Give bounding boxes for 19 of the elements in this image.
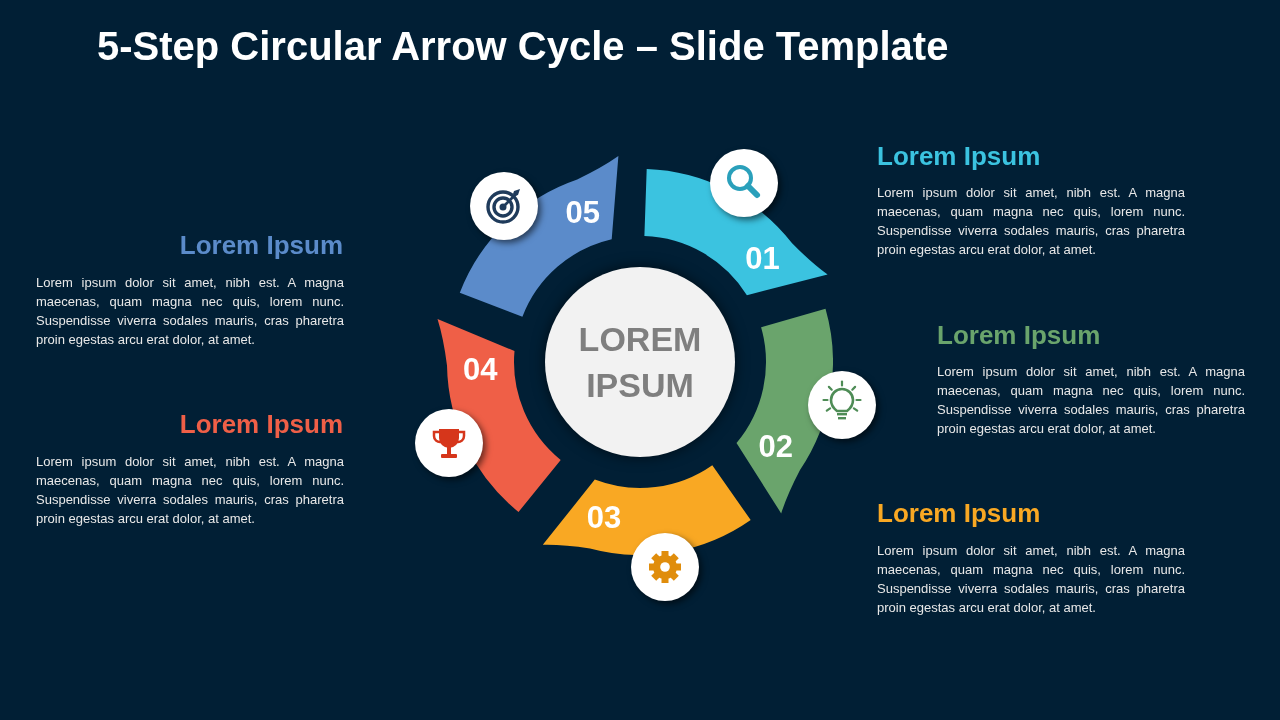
center-title: LOREM IPSUM <box>577 319 703 406</box>
body-text: Lorem ipsum dolor sit amet, nibh est. A magna maecenas, quam magna nec quis, lorem nunc. Suspendisse viverra sodales mauris, cras pharetra proin egestas arcu erat dolor, at amet. <box>877 184 1185 259</box>
step-number: 05 <box>565 195 600 230</box>
slide-title: 5-Step Circular Arrow Cycle – Slide Template <box>97 23 949 70</box>
section-heading: Lorem Ipsum <box>877 140 1041 172</box>
body-text: Lorem ipsum dolor sit amet, nibh est. A magna maecenas, quam magna nec quis, lorem nunc. Suspendisse viverra sodales mauris, cras pharetra proin egestas arcu erat dolor, at amet. <box>877 542 1185 617</box>
arrow-segment <box>736 308 833 514</box>
section-heading: Lorem Ipsum <box>179 408 343 440</box>
section-heading: Lorem Ipsum <box>877 497 1041 529</box>
step-number: 04 <box>463 353 498 388</box>
body-text: Lorem ipsum dolor sit amet, nibh est. A magna maecenas, quam magna nec quis, lorem nunc. Suspendisse viverra sodales mauris, cras pharetra proin egestas arcu erat dolor, at amet. <box>36 274 344 349</box>
arrow-segment <box>542 465 751 555</box>
section-heading: Lorem Ipsum <box>937 319 1101 351</box>
step-number: 03 <box>586 500 622 535</box>
step-number: 02 <box>758 429 793 464</box>
body-text: Lorem ipsum dolor sit amet, nibh est. A magna maecenas, quam magna nec quis, lorem nunc. Suspendisse viverra sodales mauris, cras pharetra proin egestas arcu erat dolor, at amet. <box>36 453 344 528</box>
step-number: 01 <box>745 242 780 277</box>
body-text: Lorem ipsum dolor sit amet, nibh est. A magna maecenas, quam magna nec quis, lorem nunc. Suspendisse viverra sodales mauris, cras pharetra proin egestas arcu erat dolor, at amet. <box>937 363 1245 438</box>
section-heading: Lorem Ipsum <box>179 229 343 261</box>
